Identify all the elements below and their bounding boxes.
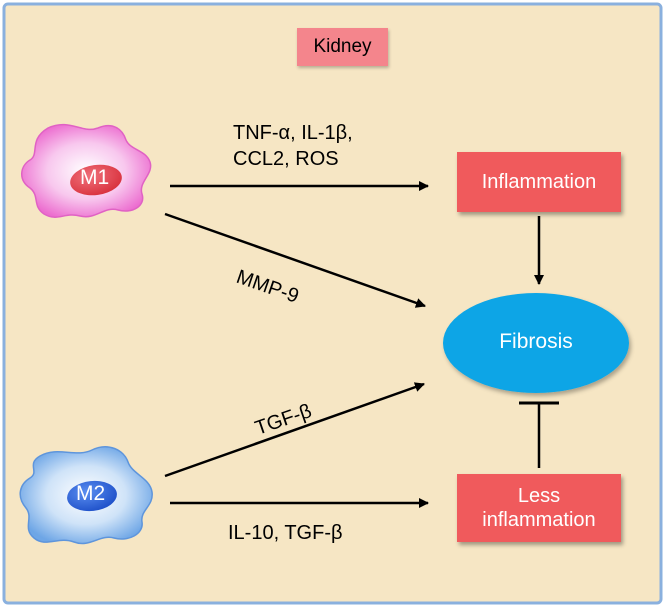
m2-label: M2 <box>76 482 106 505</box>
less-inflammation-box: Less inflammation <box>457 474 621 542</box>
title-label: Kidney <box>313 36 372 57</box>
edge-label-m1-inflammation-line2: CCL2, ROS <box>233 148 339 170</box>
inflammation-box: Inflammation <box>457 152 621 212</box>
less-inflammation-label-line1: Less <box>517 485 561 507</box>
less-inflammation-label-line2: inflammation <box>482 509 596 531</box>
title-box: Kidney <box>297 28 388 66</box>
edge-label-m2-less-inflammation: IL-10, TGF-β <box>228 522 343 544</box>
edge-label-m1-inflammation-line1: TNF-α, IL-1β, <box>233 122 353 144</box>
m1-nucleus <box>70 164 122 196</box>
arrow-m1-to-fibrosis <box>164 212 426 308</box>
inflammation-label: Inflammation <box>481 170 597 193</box>
fibrosis-label: Fibrosis <box>499 330 573 353</box>
m2-nucleus <box>67 480 117 512</box>
m1-label: M1 <box>80 166 110 189</box>
fibrosis-ellipse <box>443 293 629 393</box>
arrow-m2-to-fibrosis <box>164 382 425 478</box>
